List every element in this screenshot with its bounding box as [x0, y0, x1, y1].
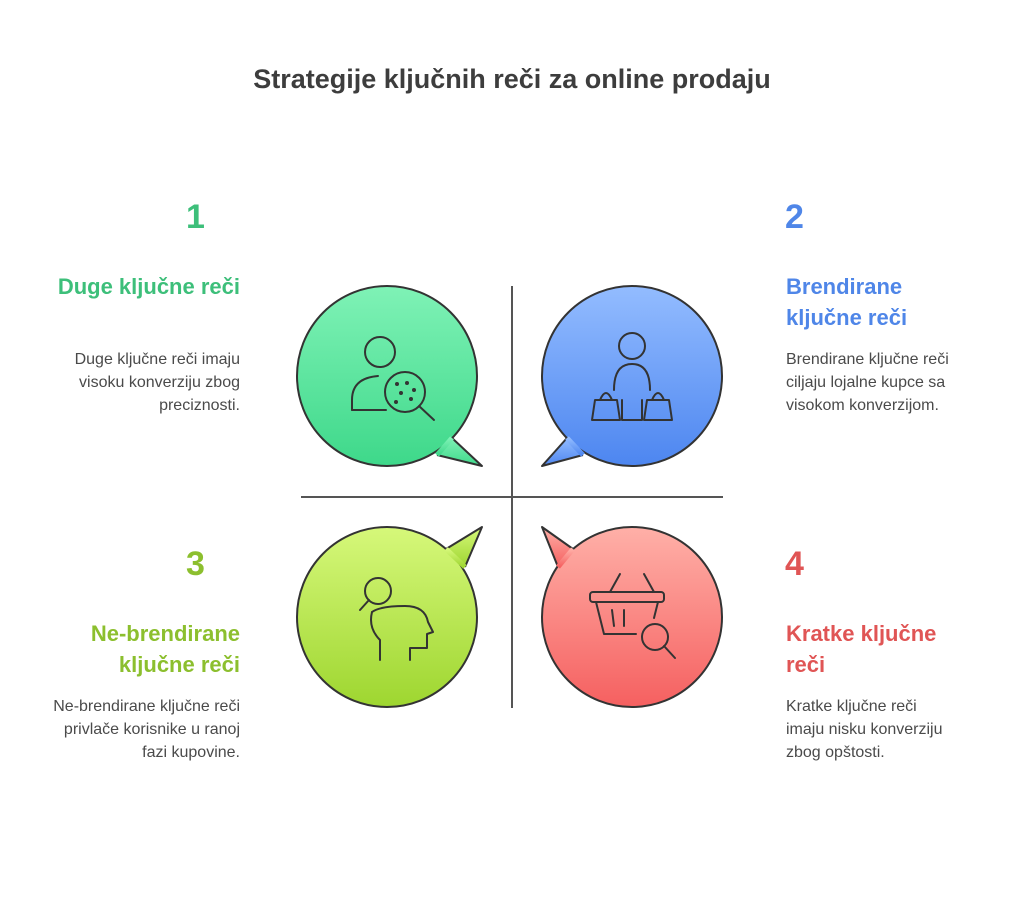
- item-2-number: 2: [785, 198, 804, 236]
- item-2-description: Brendirane ključne reči ciljaju lojalne …: [786, 351, 949, 414]
- head-search-icon: [359, 577, 434, 661]
- item-4-heading: Kratke ključne reči: [786, 621, 937, 677]
- bubble-1: [296, 285, 483, 467]
- item-4-number: 4: [785, 545, 804, 583]
- item-3-description: Ne-brendirane ključne reči privlače kori…: [53, 698, 240, 761]
- item-1-number: 1: [186, 198, 205, 236]
- item-1-heading: Duge ključne reči: [57, 274, 240, 299]
- page-title: Strategije ključnih reči za online proda…: [253, 64, 771, 94]
- bubble-3: [296, 526, 483, 708]
- item-1-description: Duge ključne reči imaju visoku konverzij…: [74, 351, 240, 414]
- bubble-4: [541, 526, 723, 708]
- basket-search-icon: [589, 573, 676, 659]
- item-2-heading: Brendirane ključne reči: [786, 274, 908, 330]
- person-shopping-bags-icon: [591, 332, 673, 421]
- item-3-number: 3: [186, 545, 205, 583]
- item-4-description: Kratke ključne reči imaju nisku konverzi…: [786, 698, 943, 761]
- item-3-heading: Ne-brendirane ključne reči: [90, 621, 240, 677]
- person-magnifier-icon: [351, 336, 435, 421]
- bubble-2: [541, 285, 723, 467]
